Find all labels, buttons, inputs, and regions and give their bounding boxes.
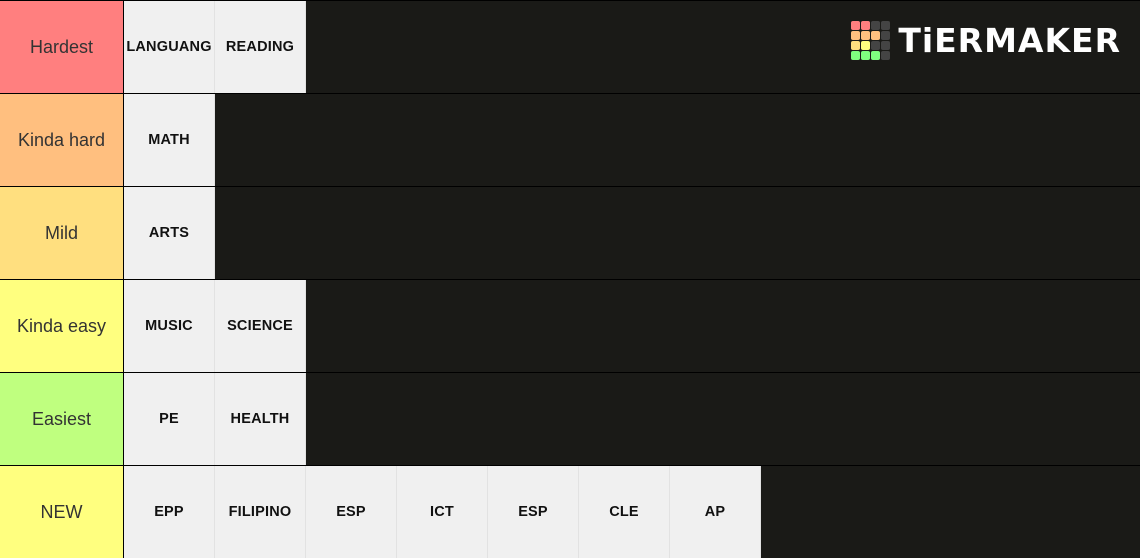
tiermaker-logo: TiERMAKER [851, 21, 1121, 60]
logo-grid-cell [881, 51, 891, 60]
tier-item[interactable]: HEALTH [215, 373, 306, 465]
logo-grid-cell [871, 41, 881, 50]
tiermaker-grid-icon [851, 21, 891, 60]
tier-item[interactable]: AP [670, 466, 761, 558]
tier-item[interactable]: EPP [124, 466, 215, 558]
logo-grid-cell [851, 31, 861, 40]
tier-label[interactable]: Kinda hard [0, 94, 124, 186]
tier-item[interactable]: READING [215, 1, 306, 93]
tier-item[interactable]: SCIENCE [215, 280, 306, 372]
tier-item[interactable]: FILIPINO [215, 466, 306, 558]
tier-item[interactable]: LANGUANG [124, 1, 215, 93]
logo-grid-cell [871, 31, 881, 40]
logo-grid-cell [861, 51, 871, 60]
tier-label[interactable]: Mild [0, 187, 124, 279]
tier-item[interactable]: MATH [124, 94, 215, 186]
logo-text: TiERMAKER [898, 21, 1121, 60]
logo-grid-cell [851, 51, 861, 60]
logo-grid-cell [851, 41, 861, 50]
tier-item[interactable]: CLE [579, 466, 670, 558]
tier-label[interactable]: Hardest [0, 1, 124, 93]
tier-item[interactable]: PE [124, 373, 215, 465]
tier-item[interactable]: ICT [397, 466, 488, 558]
tier-label[interactable]: Kinda easy [0, 280, 124, 372]
logo-grid-cell [871, 21, 881, 30]
logo-grid-cell [881, 31, 891, 40]
logo-grid-cell [881, 41, 891, 50]
tier-item[interactable]: MUSIC [124, 280, 215, 372]
tier-item[interactable]: ARTS [124, 187, 215, 279]
logo-grid-cell [861, 41, 871, 50]
tier-label[interactable]: NEW [0, 466, 124, 558]
logo-grid-cell [881, 21, 891, 30]
logo-grid-cell [861, 31, 871, 40]
tier-items-dropzone[interactable]: MATH [124, 94, 1140, 186]
tier-item[interactable]: ESP [488, 466, 579, 558]
logo-grid-cell [851, 21, 861, 30]
logo-grid-cell [861, 21, 871, 30]
logo-grid-cell [871, 51, 881, 60]
tier-items-dropzone[interactable]: ARTS [124, 187, 1140, 279]
tier-label[interactable]: Easiest [0, 373, 124, 465]
tier-item[interactable]: ESP [306, 466, 397, 558]
